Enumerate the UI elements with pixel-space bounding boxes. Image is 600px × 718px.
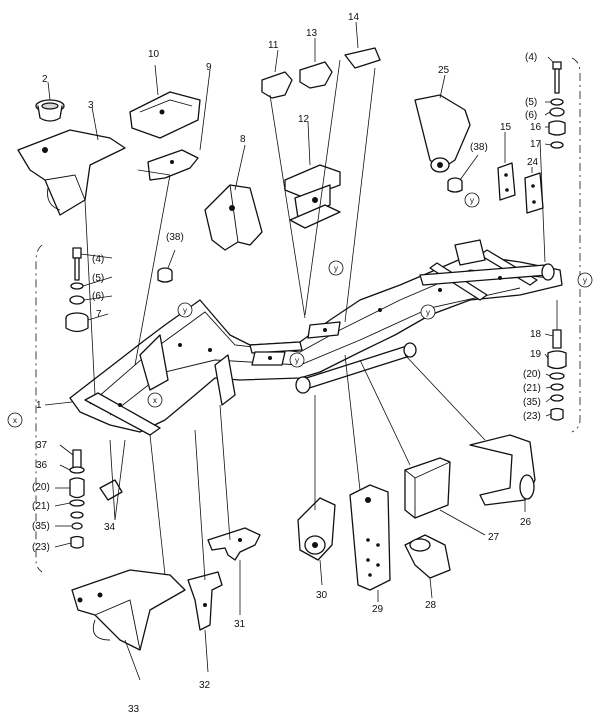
callout-6-right: (6): [525, 110, 537, 121]
part-38-cap-right: [447, 177, 463, 193]
callout-37: 37: [36, 440, 48, 451]
part-29-plate: [349, 484, 391, 591]
callout-32: 32: [199, 680, 211, 691]
callout-5-left: (5): [92, 273, 104, 284]
callout-27: 27: [488, 532, 500, 543]
callout-13: 13: [306, 28, 318, 39]
callout-38-right: (38): [470, 142, 488, 153]
part-4-bolt-left: [72, 247, 82, 281]
callout-11: 11: [268, 40, 279, 51]
part-2-bushing: [35, 99, 65, 122]
part-34-plate: [99, 479, 123, 501]
callout-labels: 1 2 3 (4) (5) (6) 7 8 9 10 11 12 13 14 1…: [32, 12, 542, 715]
leader-lines: [44, 21, 558, 681]
part-10-pad: [129, 91, 201, 139]
callout-12: 12: [298, 114, 310, 125]
callout-20-left: (20): [32, 482, 50, 493]
callout-21-left: (21): [32, 501, 50, 512]
part-7-mount: [65, 312, 89, 333]
callout-1: 1: [36, 400, 42, 411]
part-8-bracket: [204, 184, 263, 251]
callout-38-left: (38): [166, 232, 184, 243]
callout-29: 29: [372, 604, 384, 615]
part-38-cap-left: [157, 267, 173, 283]
callout-16: 16: [530, 122, 542, 133]
callout-35-right: (35): [523, 397, 541, 408]
stack-leaders: [54, 56, 554, 548]
part-6-washer-left: [69, 295, 85, 305]
part-9-bracket: [147, 149, 199, 181]
part-33-bracket: [71, 569, 186, 651]
marker-x-left: x: [13, 416, 17, 425]
part-32-bracket: [187, 571, 223, 631]
callout-24: 24: [527, 157, 539, 168]
callout-36: 36: [36, 460, 48, 471]
callout-28: 28: [425, 600, 437, 611]
group-brackets: [35, 57, 581, 573]
callout-26: 26: [520, 517, 532, 528]
callout-35-left: (35): [32, 521, 50, 532]
callout-34: 34: [104, 522, 116, 533]
callout-15: 15: [500, 122, 512, 133]
callout-18: 18: [530, 329, 542, 340]
part-14-bracket: [344, 47, 381, 69]
part-24-plate: [524, 172, 544, 214]
marker-y-right: y: [583, 276, 587, 285]
callout-20-right: (20): [523, 369, 541, 380]
part-15-plate: [497, 162, 516, 201]
marker-y-5: y: [470, 196, 474, 205]
part-5-washer-left: [70, 282, 84, 290]
marker-y-2: y: [295, 356, 299, 365]
callout-21-right: (21): [523, 383, 541, 394]
part-3-bracket: [17, 129, 126, 216]
circle-markers: x x y y y y y y: [7, 192, 593, 428]
callout-31: 31: [234, 619, 246, 630]
callout-9: 9: [206, 62, 212, 73]
callout-7: 7: [96, 309, 102, 320]
callout-14: 14: [348, 12, 360, 23]
callout-4-left: (4): [92, 254, 104, 265]
callout-10: 10: [148, 49, 160, 60]
callout-6-left: (6): [92, 291, 104, 302]
callout-33: 33: [128, 704, 140, 715]
marker-y-1: y: [183, 306, 187, 315]
part-30-bracket: [297, 497, 336, 561]
callout-2: 2: [42, 74, 48, 85]
callout-4-right: (4): [525, 52, 537, 63]
callout-25: 25: [438, 65, 450, 76]
right-lower-stack: [547, 329, 567, 421]
marker-y-3: y: [334, 264, 338, 273]
callout-17: 17: [530, 139, 542, 150]
callout-23-left: (23): [32, 542, 50, 553]
left-mount-stack: [69, 449, 85, 549]
callout-8: 8: [240, 134, 246, 145]
marker-y-4: y: [426, 308, 430, 317]
marker-x-frame: x: [153, 396, 157, 405]
callout-5-right: (5): [525, 97, 537, 108]
callout-30: 30: [316, 590, 328, 601]
chassis-frame: [69, 239, 563, 436]
part-31-bracket: [207, 527, 261, 561]
part-27-block: [404, 457, 451, 519]
right-upper-stack: [548, 61, 566, 149]
part-12-mount: [284, 164, 341, 229]
part-25-bracket: [414, 94, 471, 173]
part-11-bracket: [261, 71, 293, 99]
callout-3: 3: [88, 100, 94, 111]
part-28-bracket: [404, 534, 451, 579]
part-26-bracket: [469, 434, 536, 506]
callout-19: 19: [530, 349, 542, 360]
callout-23-right: (23): [523, 411, 541, 422]
part-13-bracket: [299, 61, 333, 89]
